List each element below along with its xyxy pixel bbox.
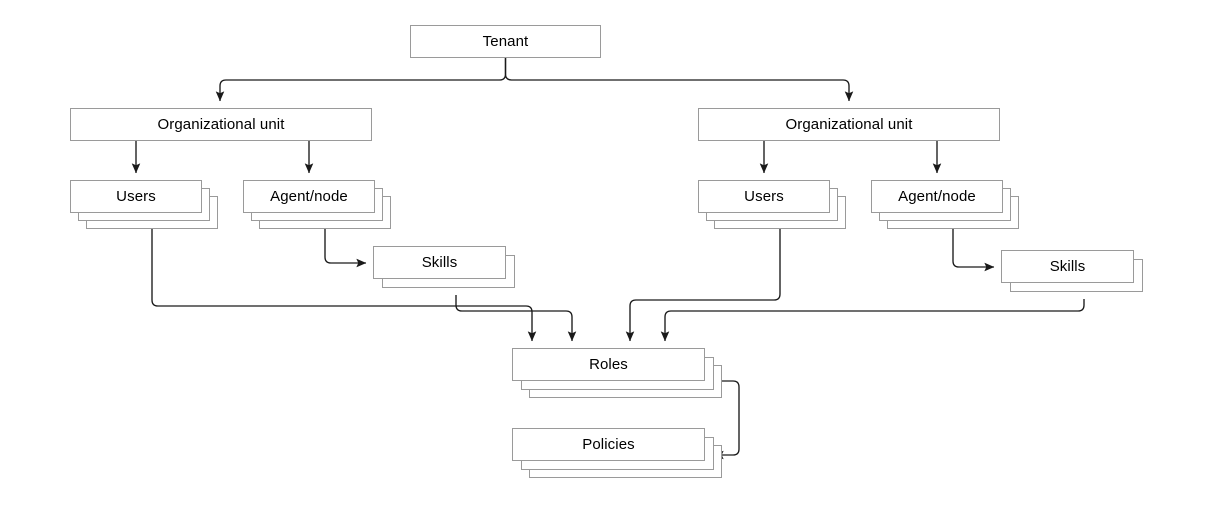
node-agent-node-left-label: Agent/node xyxy=(270,188,348,205)
node-roles[interactable]: Roles xyxy=(512,348,722,398)
node-org-unit-left[interactable]: Organizational unit xyxy=(70,108,372,141)
edge-users-right-to-roles xyxy=(625,229,781,342)
node-org-unit-left-label: Organizational unit xyxy=(157,116,285,133)
node-users-left-label: Users xyxy=(116,188,156,205)
edge-users-left-to-roles xyxy=(151,229,537,342)
node-agent-node-left-face: Agent/node xyxy=(243,180,375,213)
node-org-unit-right-label: Organizational unit xyxy=(785,116,913,133)
node-roles-label: Roles xyxy=(589,356,628,373)
node-agent-node-right[interactable]: Agent/node xyxy=(871,180,1019,229)
node-agent-node-right-label: Agent/node xyxy=(898,188,976,205)
node-users-left[interactable]: Users xyxy=(70,180,218,229)
node-users-right-label: Users xyxy=(744,188,784,205)
node-skills-right[interactable]: Skills xyxy=(1001,250,1143,292)
edge-tenant-to-org-unit-left xyxy=(215,58,507,102)
node-policies-label: Policies xyxy=(582,436,635,453)
node-org-unit-right[interactable]: Organizational unit xyxy=(698,108,1000,141)
edge-agent-node-right-to-skills-right xyxy=(952,229,995,272)
node-roles-face: Roles xyxy=(512,348,705,381)
edge-skills-left-to-roles xyxy=(455,295,577,342)
edge-tenant-to-org-unit-right xyxy=(504,58,854,102)
edge-roles-to-policies xyxy=(713,380,740,460)
node-skills-left-face: Skills xyxy=(373,246,506,279)
node-tenant[interactable]: Tenant xyxy=(410,25,601,58)
node-users-left-face: Users xyxy=(70,180,202,213)
node-users-right[interactable]: Users xyxy=(698,180,846,229)
edge-skills-right-to-roles xyxy=(660,299,1085,342)
node-users-right-face: Users xyxy=(698,180,830,213)
node-agent-node-right-face: Agent/node xyxy=(871,180,1003,213)
node-skills-left[interactable]: Skills xyxy=(373,246,515,288)
node-org-unit-left-face: Organizational unit xyxy=(70,108,372,141)
node-agent-node-left[interactable]: Agent/node xyxy=(243,180,391,229)
node-policies-face: Policies xyxy=(512,428,705,461)
node-skills-left-label: Skills xyxy=(421,254,458,271)
node-tenant-face: Tenant xyxy=(410,25,601,58)
node-org-unit-right-face: Organizational unit xyxy=(698,108,1000,141)
edge-agent-node-left-to-skills-left xyxy=(324,229,367,268)
node-tenant-label: Tenant xyxy=(482,33,529,50)
node-skills-right-face: Skills xyxy=(1001,250,1134,283)
node-skills-right-label: Skills xyxy=(1049,258,1086,275)
node-policies[interactable]: Policies xyxy=(512,428,722,478)
